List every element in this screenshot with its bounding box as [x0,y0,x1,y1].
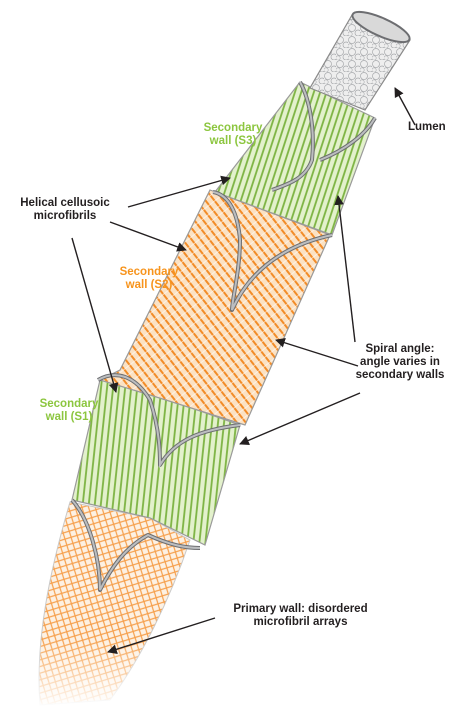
s1-label: Secondary wall (S1) [24,398,114,424]
helical-microfibrils-label: Helical cellusoic microfibrils [3,197,127,223]
lumen-label: Lumen [408,121,446,134]
arrow-spiral-s3 [338,196,355,342]
s2-label: Secondary wall (S2) [104,266,194,292]
arrow-helical-s1 [72,238,116,392]
lumen-tube [310,6,413,110]
arrow-spiral-s1 [240,393,360,444]
arrow-lumen [395,88,415,125]
s3-label: Secondary wall (S3) [188,122,278,148]
arrow-helical-s2 [110,222,186,250]
spiral-angle-label: Spiral angle: angle varies in secondary … [346,343,454,382]
primary-wall-label: Primary wall: disordered microfibril arr… [218,603,383,629]
